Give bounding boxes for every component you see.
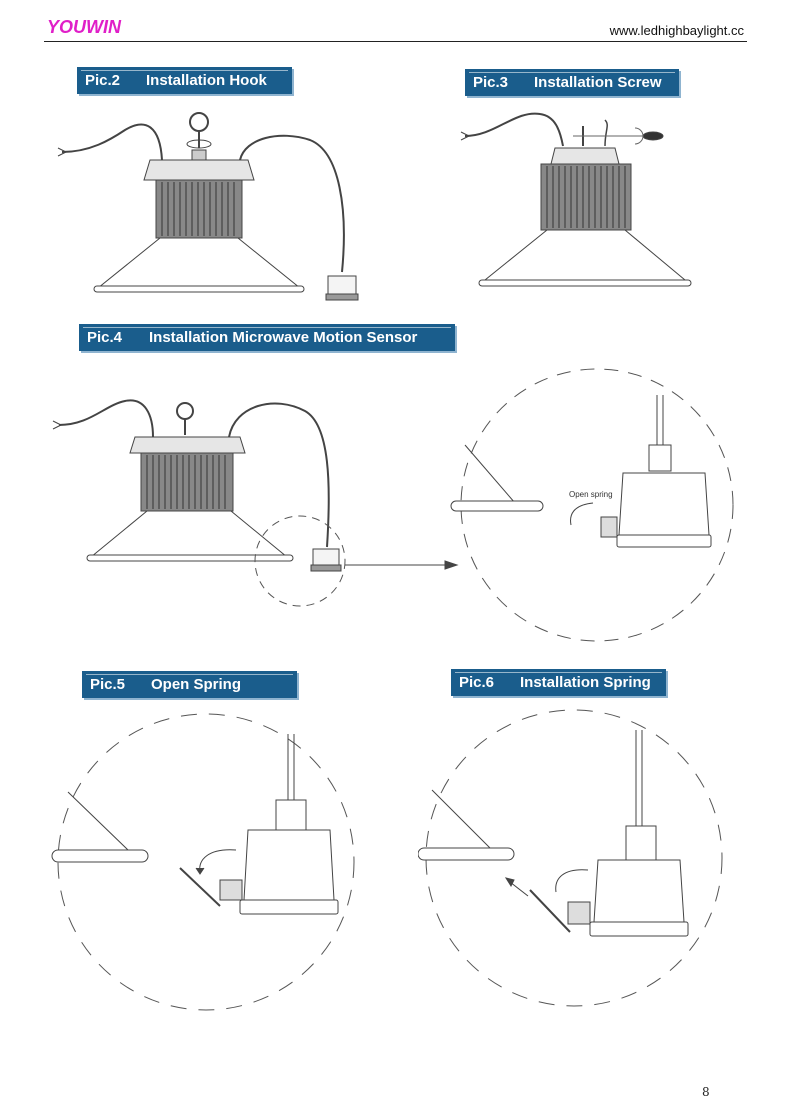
install-spring-drawing: [418, 709, 723, 1007]
open-spring-annotation: Open spring: [569, 490, 613, 499]
figure-label-pic3: Pic.3 Installation Screw: [465, 69, 679, 96]
brand-logo: YOUWIN: [47, 17, 121, 37]
figure-title: Installation Screw: [534, 74, 662, 91]
figure-number: Pic.5: [90, 676, 126, 693]
figure-number: Pic.6: [459, 674, 495, 691]
figure-label-pic5: Pic.5 Open Spring: [82, 671, 297, 698]
header-divider: [44, 41, 747, 42]
figure-title: Installation Microwave Motion Sensor: [149, 329, 418, 346]
screw-installation-drawing: [460, 112, 692, 287]
figure-number: Pic.4: [87, 329, 123, 346]
open-spring-drawing: [51, 713, 355, 1011]
figure-title: Open Spring: [151, 676, 241, 693]
figure-number: Pic.3: [473, 74, 509, 91]
hook-installation-drawing: [57, 112, 359, 301]
figure-title: Installation Hook: [146, 72, 267, 89]
figure-label-pic4: Pic.4 Installation Microwave Motion Sens…: [79, 324, 455, 351]
figure-label-pic6: Pic.6 Installation Spring: [451, 669, 666, 696]
motion-sensor-installation-drawing: Open spring: [52, 368, 734, 642]
website-url: www.ledhighbaylight.cc: [609, 23, 744, 38]
figure-label-pic2: Pic.2 Installation Hook: [77, 67, 292, 94]
figure-number: Pic.2: [85, 72, 121, 89]
figure-title: Installation Spring: [520, 674, 651, 691]
page-number: 8: [702, 1085, 710, 1099]
